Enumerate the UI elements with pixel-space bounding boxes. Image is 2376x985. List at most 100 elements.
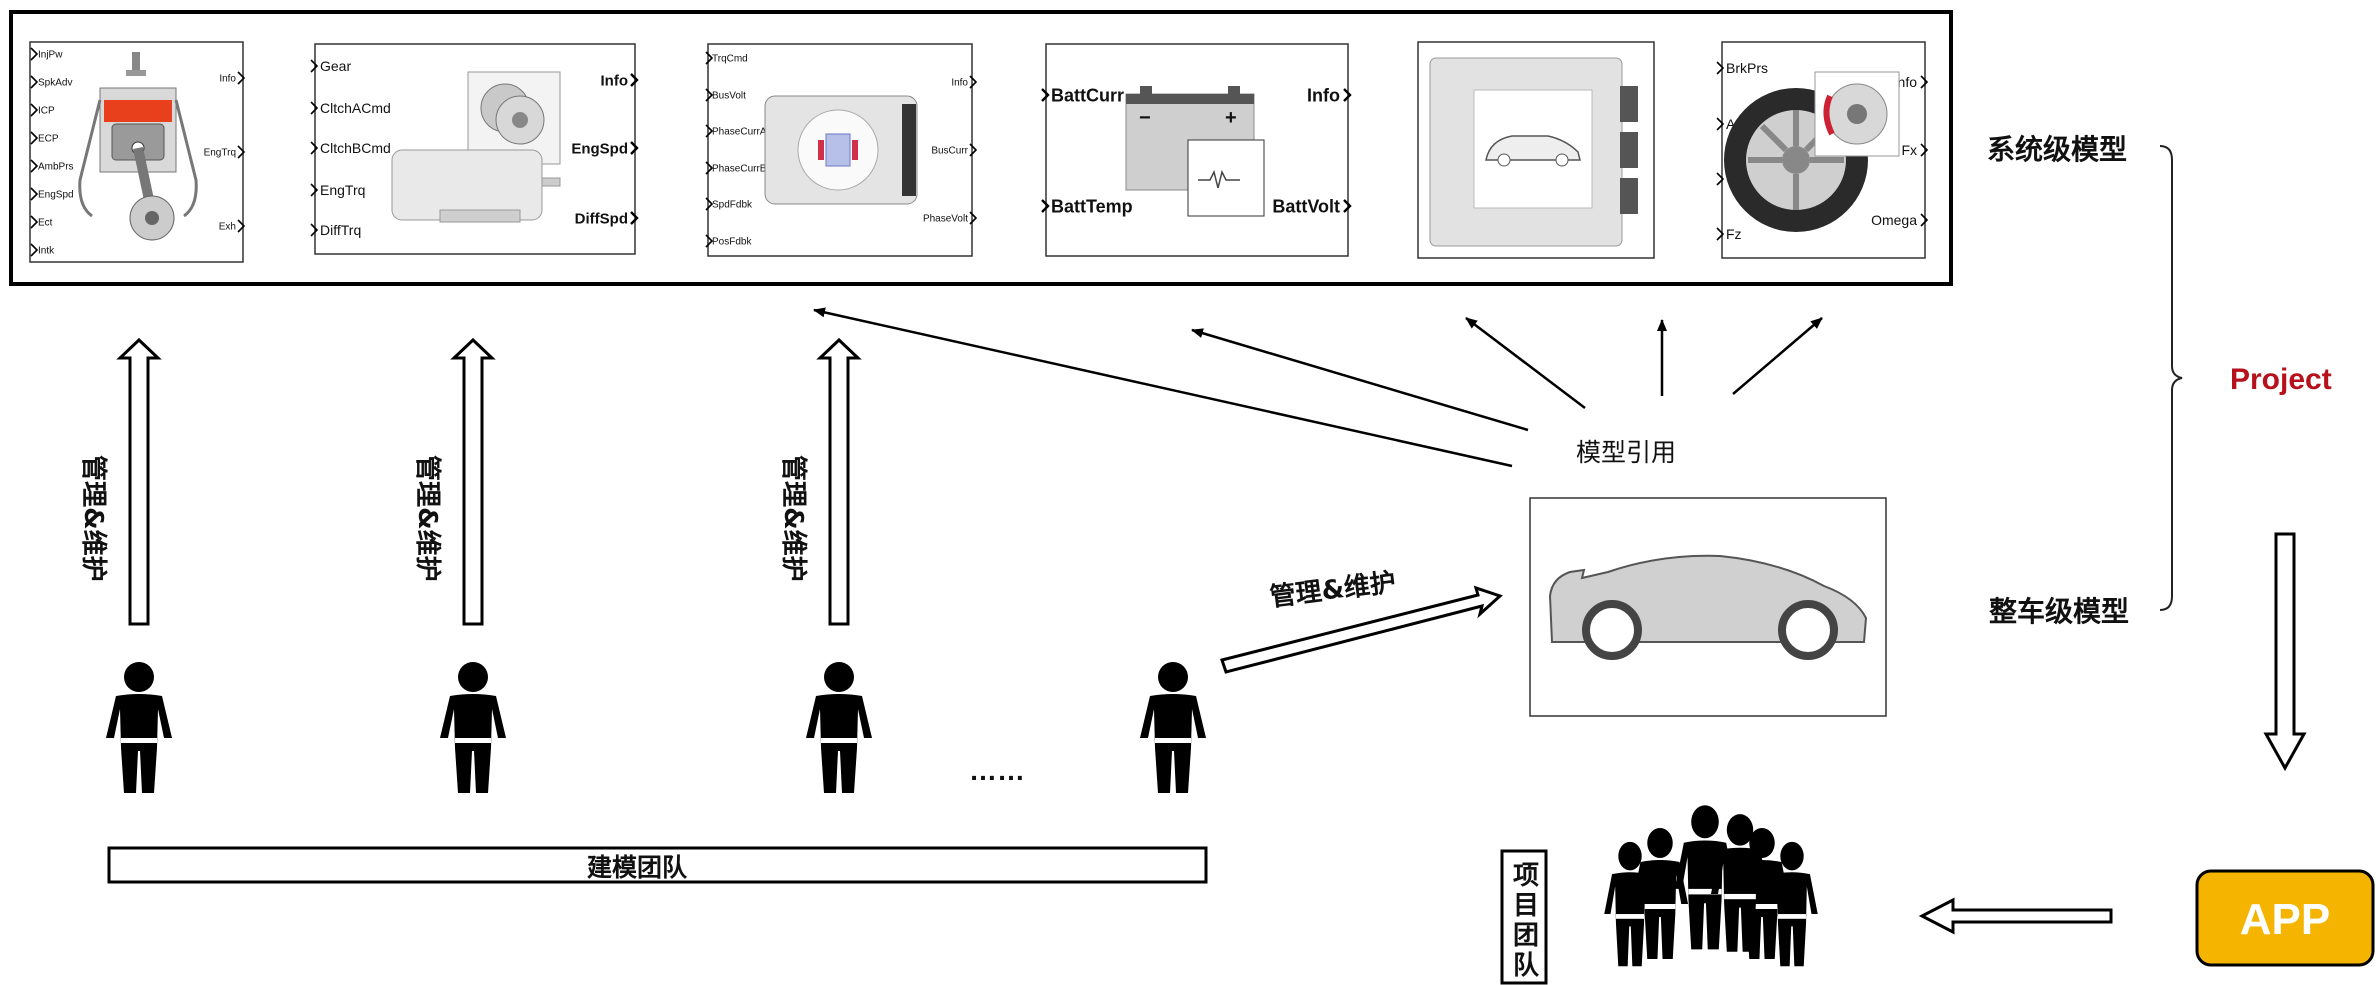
motor-input-port-marker [705, 197, 714, 211]
motor-output-port-buscurr: BusCurr [931, 146, 968, 157]
transmission-output-port-marker [630, 73, 639, 87]
wheel-input-port-marker [1716, 227, 1725, 241]
project-team-label-box [1500, 849, 1548, 985]
app-button[interactable]: APP [2195, 869, 2375, 967]
manage-maintain-vertical-labels: 管理&维护 管理&维护 管理&维护 [78, 455, 809, 582]
engine-input-port-engspd: EngSpd [38, 190, 74, 201]
model-reference-arrows [813, 307, 1823, 468]
transmission-output-port-marker [630, 211, 639, 225]
engine-input-port-marker [30, 103, 39, 117]
engine-input-port-marker [30, 243, 39, 257]
transmission-input-port-gear: Gear [320, 58, 351, 74]
transmission-block[interactable]: GearCltchACmdCltchBCmdEngTrqDiffTrqInfoE… [310, 43, 639, 255]
transmission-output-port-marker [630, 141, 639, 155]
engine-output-port-info: Info [219, 74, 236, 85]
engine-input-port-spkadv: SpkAdv [38, 78, 72, 89]
motor-output-port-marker [969, 143, 978, 157]
manage-maintain-diagonal-label: 管理&维护 [1268, 567, 1398, 613]
transmission-input-port-cltchbcmd: CltchBCmd [320, 140, 391, 156]
battery-output-port-marker [1343, 88, 1352, 102]
engine-input-port-intk: Intk [38, 246, 55, 257]
engine-input-port-ect: Ect [38, 218, 53, 229]
battery-illustration: − + [1125, 86, 1265, 217]
engine-input-port-marker [30, 131, 39, 145]
transmission-input-port-difftrq: DiffTrq [320, 222, 361, 238]
motor-input-port-posfdbk: PosFdbk [712, 237, 752, 248]
engine-output-port-marker [237, 145, 246, 159]
motor-input-port-marker [705, 88, 714, 102]
system-model-frame [9, 10, 1953, 286]
modeling-team-persons [106, 662, 1206, 793]
motor-input-port-trqcmd: TrqCmd [712, 54, 748, 65]
wheel-illustration [1724, 71, 1900, 232]
motor-input-port-phasecurrb: PhaseCurrB [712, 164, 767, 175]
project-team-group-icon [1604, 805, 1818, 967]
engine-output-port-marker [237, 71, 246, 85]
battery-input-port-marker [1041, 199, 1050, 213]
motor-input-port-busvolt: BusVolt [712, 91, 746, 102]
transmission-output-port-engspd: EngSpd [571, 140, 628, 157]
system-model-label: 系统级模型 [1987, 133, 2127, 166]
engine-input-port-ambprs: AmbPrs [38, 162, 74, 173]
engine-input-port-marker [30, 187, 39, 201]
engine-input-port-marker [30, 159, 39, 173]
engine-piston-illustration [78, 52, 198, 241]
battery-output-port-info: Info [1307, 85, 1340, 105]
manage-maintain-vertical-label: 管理&维护 [778, 455, 809, 582]
project-label: Project [2230, 363, 2332, 396]
app-label: APP [2240, 895, 2330, 944]
wheel-input-port-marker [1716, 61, 1725, 75]
engine-input-port-icp: ICP [38, 106, 55, 117]
wheel-block[interactable]: BrkPrsAxlTrqVxFzInfoFxOmega [1716, 41, 1929, 259]
engine-output-port-engtrq: EngTrq [204, 148, 236, 159]
ecu-block[interactable] [1417, 41, 1655, 259]
battery-input-port-battcurr: BattCurr [1051, 85, 1124, 105]
ellipsis-label: …… [969, 755, 1025, 786]
transmission-input-port-cltchacmd: CltchACmd [320, 100, 391, 116]
motor-input-port-marker [705, 234, 714, 248]
app-to-team-arrow [1918, 897, 2113, 935]
wheel-input-port-brkprs: BrkPrs [1726, 60, 1768, 76]
engine-input-port-marker [30, 215, 39, 229]
wheel-output-port-marker [1920, 213, 1929, 227]
transmission-output-port-diffspd: DiffSpd [575, 210, 628, 227]
motor-output-port-marker [969, 75, 978, 89]
wheel-input-port-marker [1716, 172, 1725, 186]
battery-plus-label: + [1225, 107, 1237, 129]
manage-maintain-vertical-label: 管理&维护 [78, 455, 109, 582]
model-reference-label: 模型引用 [1576, 438, 1676, 467]
project-bracket [2159, 145, 2183, 611]
transmission-illustration [391, 71, 561, 223]
battery-output-port-marker [1343, 199, 1352, 213]
transmission-input-port-marker [310, 141, 319, 155]
engine-input-port-injpw: InjPw [38, 50, 63, 61]
motor-illustration [764, 95, 918, 205]
transmission-input-port-marker [310, 183, 319, 197]
wheel-output-port-marker [1920, 75, 1929, 89]
battery-output-port-battvolt: BattVolt [1272, 196, 1340, 216]
wheel-output-port-fx: Fx [1901, 142, 1917, 158]
transmission-input-port-engtrq: EngTrq [320, 182, 365, 198]
transmission-input-port-marker [310, 59, 319, 73]
motor-output-port-phasevolt: PhaseVolt [923, 214, 968, 225]
motor-block[interactable]: TrqCmdBusVoltPhaseCurrAPhaseCurrBSpdFdbk… [705, 43, 978, 257]
motor-output-port-info: Info [951, 78, 968, 89]
vehicle-model-block[interactable] [1529, 497, 1887, 717]
wheel-output-port-marker [1920, 143, 1929, 157]
modeling-team-bar [107, 846, 1208, 884]
engine-output-port-exh: Exh [219, 222, 236, 233]
battery-minus-label: − [1139, 107, 1151, 129]
engine-input-port-marker [30, 47, 39, 61]
wheel-output-port-omega: Omega [1871, 212, 1917, 228]
wheel-input-port-marker [1716, 117, 1725, 131]
battery-input-port-marker [1041, 88, 1050, 102]
manage-maintain-up-arrows [116, 337, 862, 626]
project-to-app-arrow [2263, 532, 2307, 772]
wheel-input-port-fz: Fz [1726, 226, 1742, 242]
motor-input-port-spdfdbk: SpdFdbk [712, 200, 753, 211]
engine-input-port-ecp: ECP [38, 134, 59, 145]
motor-output-port-marker [969, 211, 978, 225]
